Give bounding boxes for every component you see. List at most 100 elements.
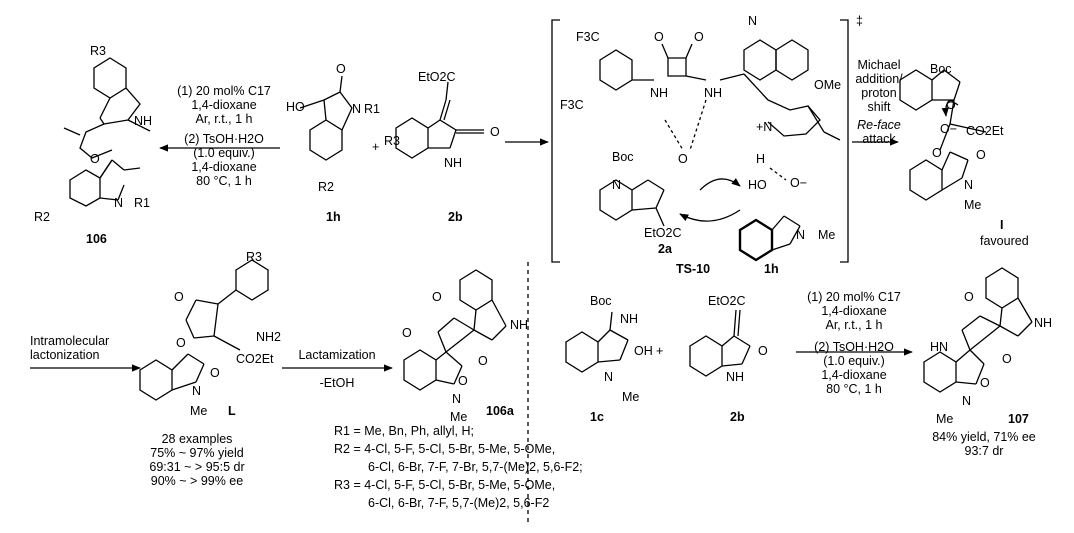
condition-line: lactonization: [30, 348, 100, 362]
atom-label: NH: [510, 318, 529, 332]
structure-L: [139, 259, 269, 401]
atom-label: O: [758, 344, 768, 358]
dagger-symbol: ‡: [856, 14, 863, 28]
conditions-lactamization: Lactamization -EtOH: [282, 348, 392, 390]
substituent-r2: R2 = 4-Cl, 5-F, 5-Cl, 5-Br, 5-Me, 5-OMe,: [334, 442, 556, 456]
result-line: 75% ~ 97% yield: [150, 446, 244, 460]
atom-label: HO: [286, 100, 305, 114]
result-line: 84% yield, 71% ee: [932, 430, 1036, 444]
structure-107: [923, 267, 1033, 393]
compound-label-L: L: [228, 404, 236, 418]
condition-line: Michael: [857, 58, 901, 72]
atom-label: O: [694, 30, 704, 44]
atom-label: O: [458, 374, 468, 388]
result-line: 90% ~ > 99% ee: [150, 474, 244, 488]
condition-line: Intramolecular: [30, 334, 110, 348]
atom-label: H: [756, 152, 766, 166]
atom-label: F3C: [576, 30, 600, 44]
atom-label: R1: [134, 196, 150, 210]
atom-label: Boc: [590, 294, 612, 308]
structure-2b-bottom: [689, 309, 751, 377]
atom-label: O: [654, 30, 664, 44]
atom-label: O: [964, 290, 974, 304]
condition-line: 1,4-dioxane: [191, 160, 257, 174]
atom-label: O: [976, 148, 986, 162]
condition-line: (2) TsOH·H2O: [184, 132, 264, 146]
atom-label: N: [964, 178, 974, 192]
condition-line: (1.0 equiv.): [823, 354, 885, 368]
atom-label: O−: [940, 122, 958, 136]
atom-label: Me: [622, 390, 640, 404]
atom-label: HN: [930, 340, 949, 354]
atom-label: NH: [1034, 316, 1053, 330]
compound-label-106a: 106a: [486, 404, 514, 418]
atom-label: O: [478, 354, 488, 368]
favoured-label: favoured: [980, 234, 1029, 248]
atom-label: NH: [620, 312, 639, 326]
atom-label: O: [90, 152, 100, 166]
atom-label: N: [612, 178, 622, 192]
atom-label: O: [1002, 352, 1012, 366]
substituent-r3: R3 = 4-Cl, 5-F, 5-Cl, 5-Br, 5-Me, 5-OMe,: [334, 478, 556, 492]
atom-label: NH: [726, 370, 745, 384]
atom-label: O: [946, 98, 956, 112]
plus-sign: +: [372, 140, 380, 154]
atom-label: OMe: [814, 78, 842, 92]
compound-label-106: 106: [86, 232, 107, 246]
atom-label: N: [192, 384, 202, 398]
atom-label: O: [980, 376, 990, 390]
result-line: 28 examples: [161, 432, 233, 446]
substituent-list: R1 = Me, Bn, Ph, allyl, H; R2 = 4-Cl, 5-…: [334, 424, 583, 510]
atom-label: N: [452, 392, 462, 406]
condition-line: Ar, r.t., 1 h: [825, 318, 883, 332]
atom-label: O: [490, 125, 500, 139]
atom-label: OH: [634, 344, 653, 358]
atom-label: F3C: [560, 98, 584, 112]
substituent-r1: R1 = Me, Bn, Ph, allyl, H;: [334, 424, 474, 438]
atom-label: Me: [450, 410, 468, 424]
atom-label: R1: [364, 102, 380, 116]
condition-line: 80 °C, 1 h: [826, 382, 882, 396]
results-107: 84% yield, 71% ee 93:7 dr: [924, 430, 1044, 458]
atom-label: O: [174, 290, 184, 304]
atom-label: Me: [936, 412, 954, 426]
compound-label-107: 107: [1008, 412, 1029, 426]
atom-label: NH: [444, 156, 463, 170]
condition-line: (2) TsOH·H2O: [814, 340, 894, 354]
atom-label: Me: [818, 228, 836, 242]
structure-1c: [565, 311, 629, 373]
structure-2b: [395, 81, 484, 159]
structure-106: [63, 57, 151, 207]
atom-label: N: [962, 394, 972, 408]
atom-label: O: [402, 326, 412, 340]
condition-line: attack: [862, 132, 896, 146]
atom-label: O: [176, 336, 186, 350]
atom-label: N: [114, 196, 124, 210]
atom-label: N: [796, 228, 806, 242]
atom-label: N: [604, 370, 614, 384]
structure-I: [899, 69, 987, 201]
compound-label-1h-ts: 1h: [764, 262, 779, 276]
atom-label: O: [932, 146, 942, 160]
condition-line: 1,4-dioxane: [821, 368, 887, 382]
compound-label-I: I: [1000, 218, 1004, 232]
substituent-r3-cont: 6-Cl, 6-Br, 7-F, 5,7-(Me)2, 5,6-F2: [368, 496, 550, 510]
atom-label: EtO2C: [418, 70, 456, 84]
structure-1h: [299, 75, 353, 161]
atom-label: NH: [704, 86, 723, 100]
condition-line: proton: [861, 86, 897, 100]
condition-line: 1,4-dioxane: [191, 98, 257, 112]
atom-label: N: [748, 14, 758, 28]
condition-line: addition/: [855, 72, 903, 86]
structure-ts10: [551, 19, 849, 263]
conditions-michael: Michael addition/ proton shift Re-face a…: [852, 58, 906, 146]
atom-label: R3: [384, 134, 400, 148]
atom-label: R3: [90, 44, 106, 58]
result-line: 69:31 ~ > 95:5 dr: [149, 460, 245, 474]
compound-label-1c: 1c: [590, 410, 604, 424]
atom-label: N: [352, 102, 362, 116]
conditions-top-left: (1) 20 mol% C17 1,4-dioxane Ar, r.t., 1 …: [168, 84, 280, 188]
conditions-lactonization: Intramolecular lactonization: [30, 334, 109, 362]
atom-label: Me: [964, 198, 982, 212]
atom-label: R3: [246, 250, 262, 264]
